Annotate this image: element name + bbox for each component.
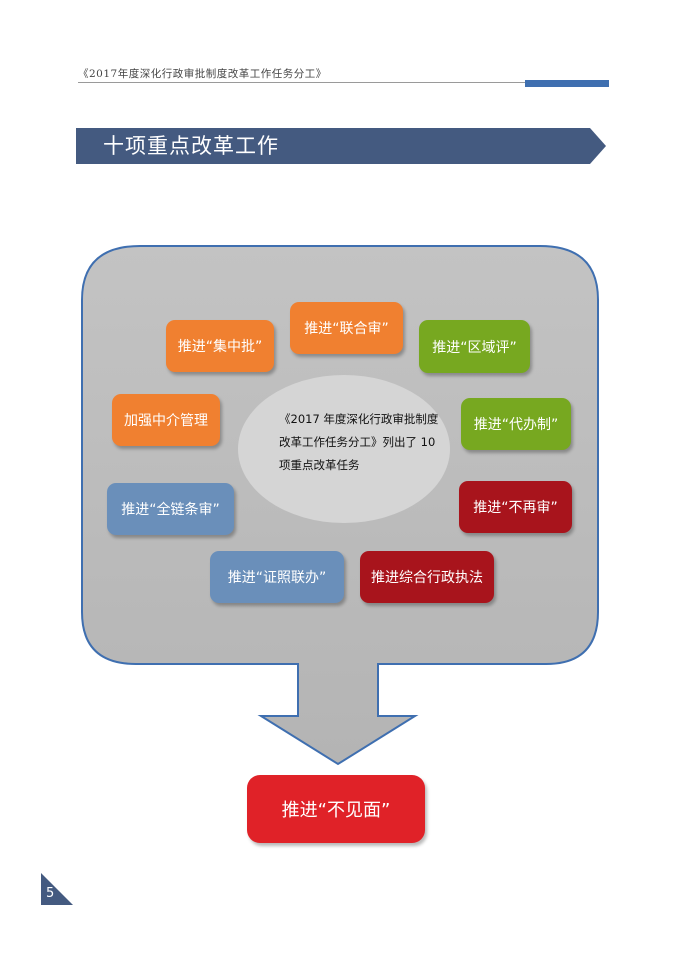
- header-accent-block: [525, 80, 609, 87]
- task-box-quyuping: 推进“区域评”: [419, 320, 530, 373]
- center-description: 《2017 年度深化行政审批制度改革工作任务分工》列出了 10 项重点改革任务: [279, 412, 439, 472]
- task-box-buzaishen: 推进“不再审”: [459, 481, 572, 533]
- center-ellipse: [238, 375, 450, 523]
- section-title: 十项重点改革工作: [103, 134, 279, 158]
- page-number: 5: [46, 886, 55, 901]
- task-box-zhengzhao: 推进“证照联办”: [210, 551, 344, 603]
- task-box-quanlian: 推进“全链条审”: [107, 483, 234, 535]
- task-box-lianheshen: 推进“联合审”: [290, 302, 403, 354]
- header-rule: [78, 82, 608, 83]
- task-box-zonghe: 推进综合行政执法: [360, 551, 494, 603]
- task-box-jizhongpi: 推进“集中批”: [166, 320, 274, 372]
- task-box-zhongjie: 加强中介管理: [112, 394, 220, 446]
- result-box-bujianmian: 推进“不见面”: [247, 775, 425, 843]
- task-box-daibanzhi: 推进“代办制”: [461, 398, 571, 450]
- document-title: 《2017年度深化行政审批制度改革工作任务分工》: [78, 68, 327, 80]
